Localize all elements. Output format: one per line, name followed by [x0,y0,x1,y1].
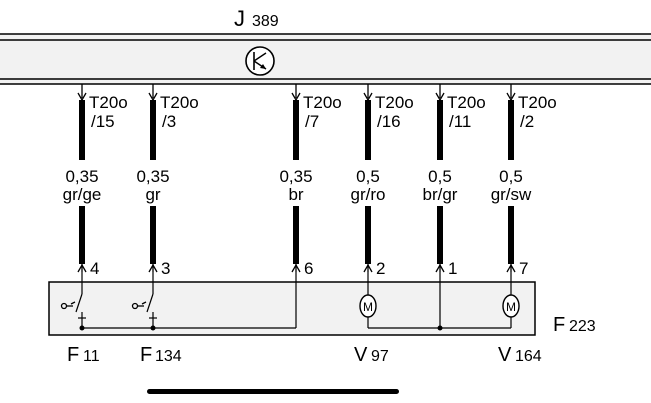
svg-text:M: M [506,300,516,314]
wire-segment [293,206,299,264]
svg-text:M: M [363,300,373,314]
pin-bottom-label: 1 [448,259,457,278]
component-label-f134: F [140,344,152,366]
pin-bottom-label: 4 [90,259,99,278]
wire-segment [365,100,371,160]
pin-bottom-label: 3 [161,259,170,278]
component-module-box [48,281,536,336]
wire-color-label: br/gr [423,185,458,204]
pin-bottom-label: 2 [376,259,385,278]
pin-number-label: /2 [520,112,534,131]
control-unit-label: J [234,6,245,31]
wire-size-label: 0,35 [65,167,98,186]
control-unit-sub: 389 [252,13,279,30]
home-indicator[interactable] [147,389,399,394]
pin-top-label: T20o [518,93,557,112]
switch-icon [131,301,147,310]
pin-top-label: T20o [89,93,128,112]
component-sub-v164: 164 [515,348,542,365]
module-sub: 223 [569,318,596,335]
wire-color-label: gr/sw [491,185,532,204]
switch-icon [60,301,76,310]
motor-icon: M [502,294,520,318]
wire-segment [150,100,156,160]
pin-top-label: T20o [375,93,414,112]
wire-segment [79,206,85,264]
pin-top-label: T20o [160,93,199,112]
pin-number-label: /15 [91,112,115,131]
wire-color-label: gr/ro [351,185,386,204]
wire-color-label: gr/ge [63,185,102,204]
component-label-v97: V [354,344,368,366]
pin-number-label: /7 [305,112,319,131]
wire-segment [150,206,156,264]
transistor-icon [245,46,275,76]
wire-size-label: 0,5 [428,167,452,186]
wire-segment [508,206,514,264]
wire-size-label: 0,5 [356,167,380,186]
motor-icon: M [359,294,377,318]
wire-color-label: br [288,185,303,204]
pin-number-label: /3 [162,112,176,131]
component-label-v164: V [498,344,512,366]
module-label: F [553,314,565,336]
wire-segment [79,100,85,160]
wire-segment [437,100,443,160]
wire-5: T20o/11 0,5br/gr 1 [423,84,486,278]
pin-top-label: T20o [303,93,342,112]
wire-segment [437,206,443,264]
component-sub-f134: 134 [155,348,182,365]
wire-6: T20o/2 0,5gr/sw 7 [491,84,557,278]
component-sub-f11: 11 [83,348,100,365]
pin-number-label: /16 [377,112,401,131]
component-sub-v97: 97 [371,348,389,365]
wire-color-label: gr [145,185,160,204]
wire-segment [293,100,299,160]
wire-size-label: 0,35 [136,167,169,186]
wire-size-label: 0,5 [499,167,523,186]
wire-segment [365,206,371,264]
pin-top-label: T20o [447,93,486,112]
pin-number-label: /11 [449,112,471,131]
wire-4: T20o/16 0,5gr/ro 2 [351,84,414,278]
component-label-f11: F [67,344,79,366]
wire-segment [508,100,514,160]
control-unit-bar [0,34,651,84]
pin-bottom-label: 6 [304,259,313,278]
wire-size-label: 0,35 [279,167,312,186]
pin-bottom-label: 7 [519,259,528,278]
junction-dots [79,325,443,331]
